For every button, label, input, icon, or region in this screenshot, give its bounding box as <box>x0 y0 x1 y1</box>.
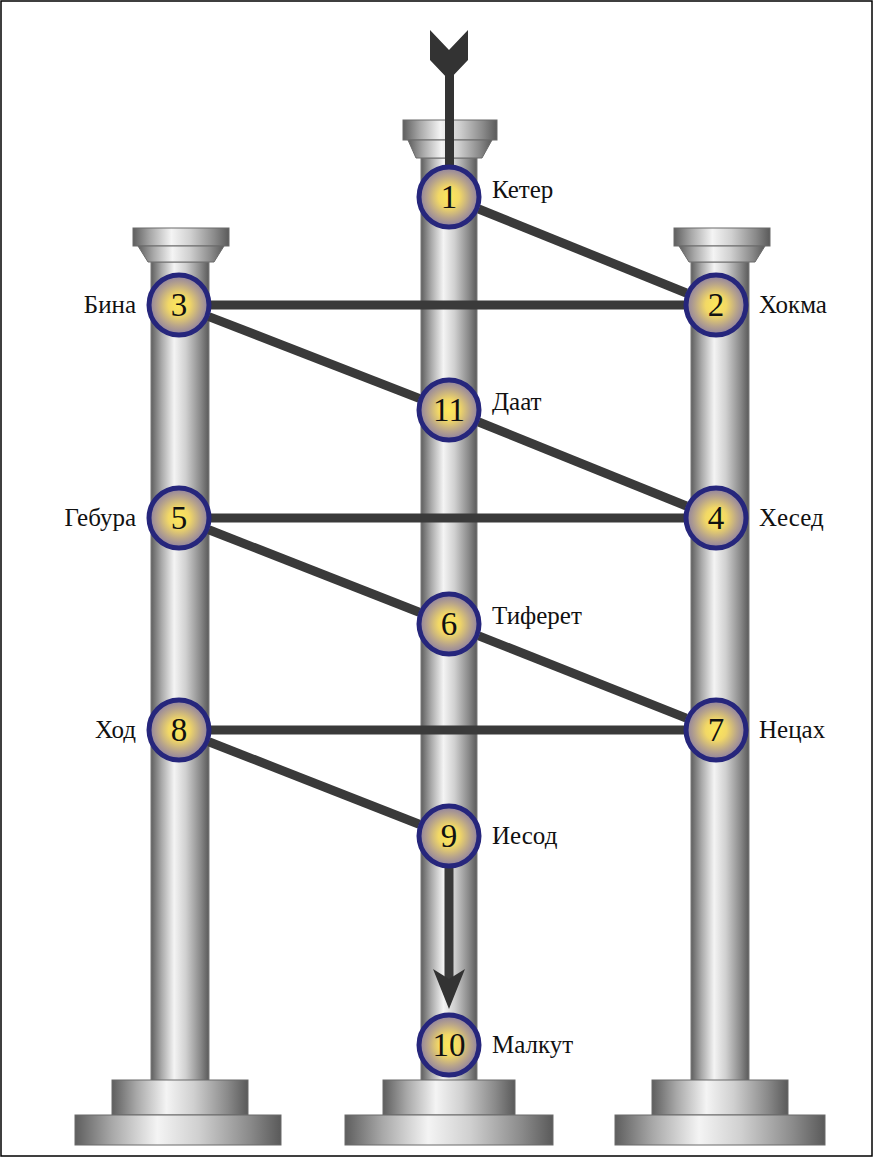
sefira-number: 5 <box>145 484 213 552</box>
sefira-node: 9Иесод <box>415 802 483 870</box>
sefira-number: 1 <box>415 163 483 231</box>
middle-pillar <box>345 120 553 1145</box>
sefira-number: 3 <box>145 271 213 339</box>
sefira-node: 11Даат <box>415 376 483 444</box>
sefira-number: 9 <box>415 802 483 870</box>
sefira-number: 7 <box>682 696 750 764</box>
sefira-name: Гебура <box>64 504 136 532</box>
path-connector <box>211 726 684 735</box>
sefira-name: Хесед <box>759 504 824 532</box>
sefira-node: 4Хесед <box>682 484 750 552</box>
sefira-name: Бина <box>84 291 136 319</box>
path-connector <box>209 317 419 399</box>
sefira-number: 4 <box>682 484 750 552</box>
sefira-name: Иесод <box>492 822 557 850</box>
sefira-name: Даат <box>492 388 542 416</box>
path-connector <box>209 742 419 825</box>
sefira-node: 1Кетер <box>415 163 483 231</box>
sefira-node: 5Гебура <box>145 484 213 552</box>
sefira-node: 8Ход <box>145 696 213 764</box>
sefira-name: Тиферет <box>492 602 582 630</box>
path-connector <box>209 530 419 613</box>
sefira-name: Хокма <box>759 291 827 319</box>
path-connector <box>445 868 454 984</box>
sefira-name: Малкут <box>492 1031 573 1059</box>
sefira-number: 8 <box>145 696 213 764</box>
left-pillar <box>75 228 281 1145</box>
sefira-number: 2 <box>682 271 750 339</box>
path-connector <box>211 514 684 523</box>
sefira-node: 3Бина <box>145 271 213 339</box>
sefira-node: 2Хокма <box>682 271 750 339</box>
path-connector <box>479 209 687 293</box>
path-connector <box>211 301 684 310</box>
sefira-node: 6Тиферет <box>415 590 483 658</box>
sefira-node: 10Малкут <box>415 1011 483 1079</box>
right-pillar <box>615 228 825 1145</box>
descent-arrow <box>430 30 468 168</box>
path-connector <box>479 422 687 506</box>
sefira-number: 10 <box>415 1011 483 1079</box>
sefira-name: Кетер <box>492 176 553 204</box>
sefira-number: 11 <box>415 376 483 444</box>
sefira-number: 6 <box>415 590 483 658</box>
path-connector <box>479 636 687 718</box>
sefira-node: 7Нецах <box>682 696 750 764</box>
sefira-name: Нецах <box>759 716 825 744</box>
sefira-name: Ход <box>95 716 136 744</box>
